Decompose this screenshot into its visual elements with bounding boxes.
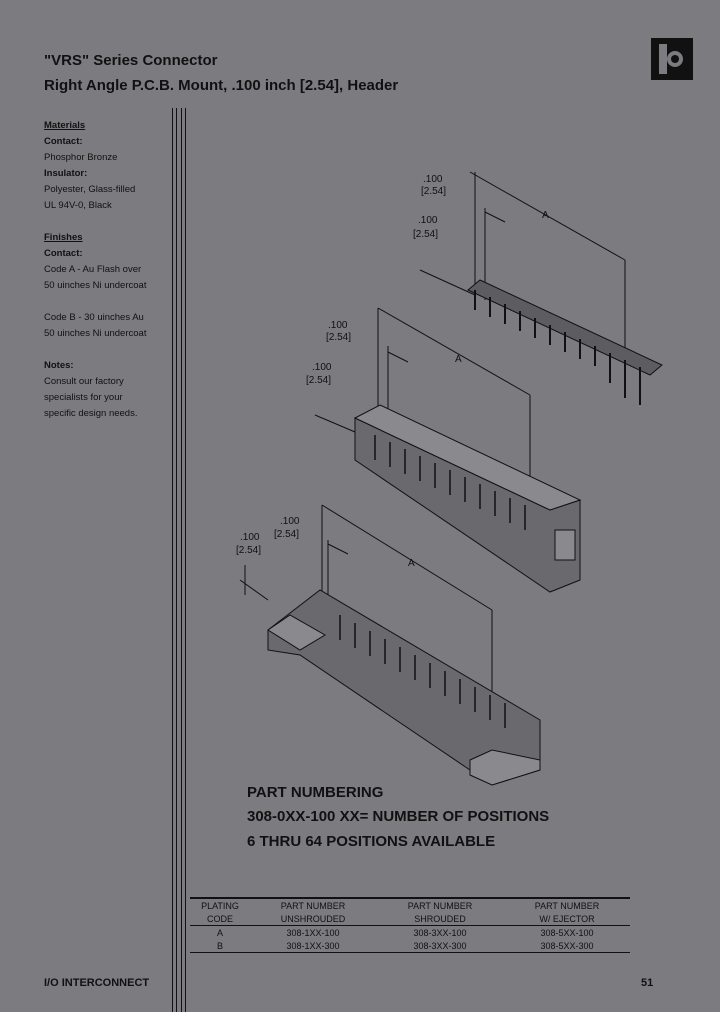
part-number-table: PLATING PART NUMBER PART NUMBER PART NUM… (190, 897, 630, 953)
dim-pitch-label: .100 (328, 320, 348, 331)
insulator-label: Insulator: (44, 168, 88, 179)
insulator-rating: UL 94V-0, Black (44, 200, 112, 211)
dim-pitch-label: .100 (423, 174, 443, 185)
table-cell: 308-5XX-300 (540, 940, 594, 951)
page-number: 51 (641, 977, 654, 989)
contact-value: Phosphor Bronze (44, 152, 118, 163)
table-row: B 308-1XX-300 308-3XX-300 308-5XX-300 (190, 939, 630, 953)
dim-length-label: A (542, 210, 549, 221)
table-row: A 308-1XX-100 308-3XX-100 308-5XX-100 (190, 926, 630, 939)
code-b-line1: Code B - 30 uinches Au (44, 312, 144, 323)
notes-line1: Consult our factory (44, 376, 124, 387)
table-header-row: PLATING PART NUMBER PART NUMBER PART NUM… (190, 899, 630, 912)
divider-line (176, 108, 177, 1012)
insulator-value: Polyester, Glass-filled (44, 184, 136, 195)
table-cell: 308-3XX-100 (413, 927, 467, 938)
table-header: PART NUMBER (280, 900, 346, 911)
divider-line (181, 108, 182, 1012)
finishes-heading: Finishes (44, 232, 83, 243)
table-header: CODE (206, 913, 233, 924)
table-cell: B (216, 940, 223, 951)
part-numbering-format: 308-0XX-100 XX= NUMBER OF POSITIONS (247, 808, 550, 825)
dim-pitch-label: .100 (418, 215, 438, 226)
finishes-contact-label: Contact: (44, 248, 83, 259)
divider-line (172, 108, 173, 1012)
materials-heading: Materials (44, 120, 86, 131)
table-header: SHROUDED (414, 913, 466, 924)
table-header: UNSHROUDED (280, 913, 346, 924)
dim-length-label: A (408, 558, 415, 569)
dim-pitch-metric-label: [2.54] (274, 529, 299, 540)
unshrouded-header-illustration (419, 171, 663, 405)
code-a-line2: 50 uinches Ni undercoat (44, 280, 147, 291)
table-header: PLATING (201, 900, 239, 911)
company-logo (651, 38, 693, 80)
dim-length-label: A (455, 354, 462, 365)
specifications-sidebar: Materials Contact: Phosphor Bronze Insul… (44, 118, 164, 422)
dim-pitch-metric-label: [2.54] (421, 186, 446, 197)
table-cell: 308-5XX-100 (540, 927, 594, 938)
series-title: "VRS" Series Connector (44, 52, 218, 69)
connector-drawing: .100 [2.54] .100 [2.54] A .100 [2.54] .1… (236, 171, 663, 786)
notes-line2: specialists for your (44, 392, 123, 403)
dim-pitch-metric-label: [2.54] (413, 229, 438, 240)
dim-pitch-label: .100 (312, 362, 332, 373)
table-cell: 308-3XX-300 (413, 940, 467, 951)
dim-pitch-metric-label: [2.54] (236, 545, 261, 556)
contact-label: Contact: (44, 136, 83, 147)
footer-section-label: I/O INTERCONNECT (44, 977, 150, 989)
table-header: W/ EJECTOR (539, 913, 595, 924)
table-header: PART NUMBER (534, 900, 600, 911)
dim-pitch-label: .100 (280, 516, 300, 527)
dim-pitch-metric-label: [2.54] (306, 375, 331, 386)
subtitle: Right Angle P.C.B. Mount, .100 inch [2.5… (44, 77, 399, 94)
dim-pitch-label: .100 (240, 532, 260, 543)
divider-line (185, 108, 186, 1012)
notes-line3: specific design needs. (44, 408, 138, 419)
code-b-line2: 50 uinches Ni undercoat (44, 328, 147, 339)
part-numbering-range: 6 THRU 64 POSITIONS AVAILABLE (247, 833, 496, 850)
table-cell: A (216, 927, 223, 938)
ejector-header-illustration (239, 504, 541, 786)
dim-pitch-metric-label: [2.54] (326, 332, 351, 343)
code-a-line1: Code A - Au Flash over (44, 264, 142, 275)
table-cell: 308-1XX-100 (286, 927, 340, 938)
table-header-row: CODE UNSHROUDED SHROUDED W/ EJECTOR (190, 912, 630, 926)
table-cell: 308-1XX-300 (286, 940, 340, 951)
shrouded-header-illustration (314, 307, 582, 593)
part-numbering-heading: PART NUMBERING (247, 784, 384, 801)
table-header: PART NUMBER (407, 900, 473, 911)
notes-label: Notes: (44, 360, 74, 371)
